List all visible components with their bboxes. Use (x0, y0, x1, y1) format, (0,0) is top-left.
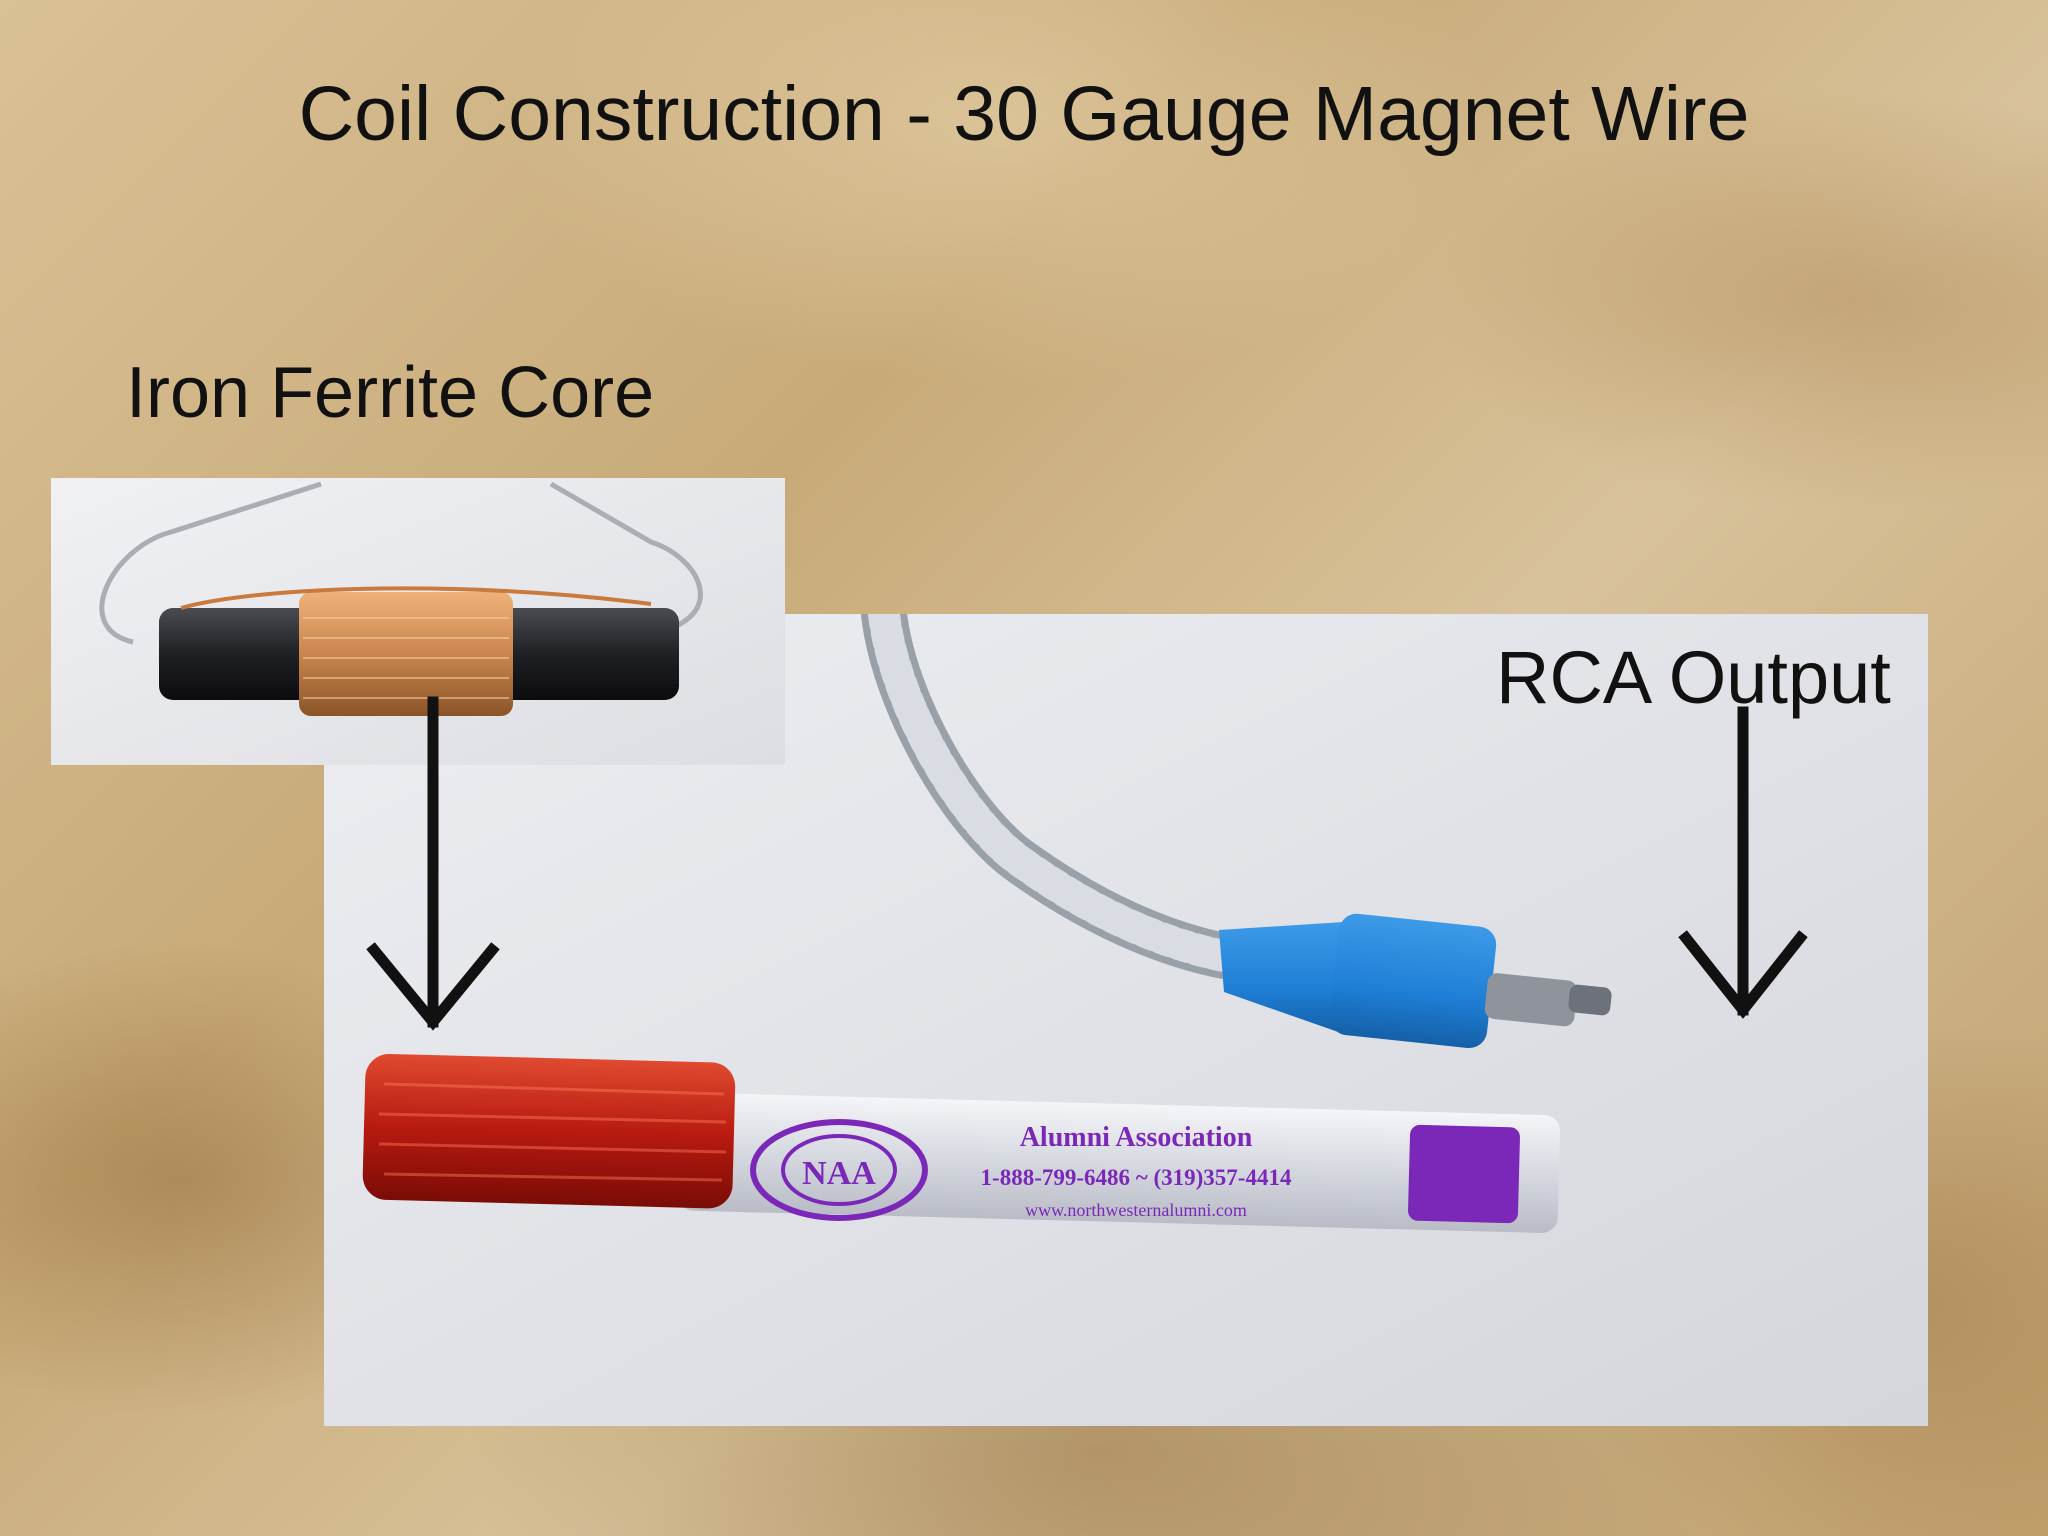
label-rca-output: RCA Output (1496, 636, 1891, 719)
svg-text:NAA: NAA (802, 1155, 876, 1192)
pen-print-line-3: www.northwesternalumni.com (1025, 1200, 1247, 1220)
label-iron-ferrite-core: Iron Ferrite Core (126, 353, 655, 433)
photo-ferrite-core-coil (51, 478, 785, 765)
pen-print-line-1: Alumni Association (1020, 1122, 1253, 1153)
pen-print-line-2: 1-888-799-6486 ~ (319)357-4414 (981, 1165, 1292, 1190)
slide-title: Coil Construction - 30 Gauge Magnet Wire (298, 71, 1750, 157)
